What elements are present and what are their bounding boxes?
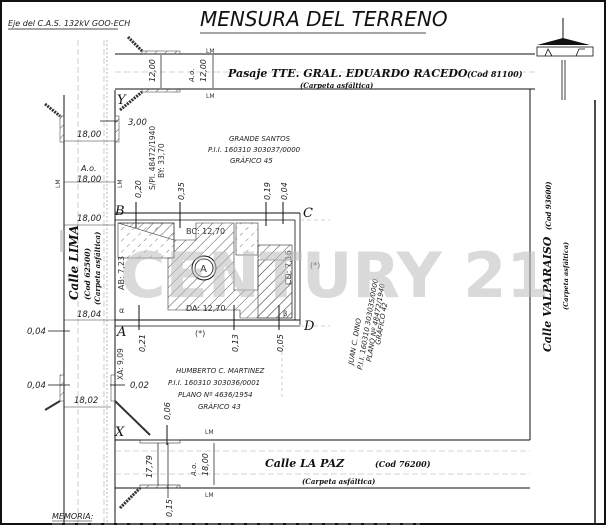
dim-xa: XA: 9,09 <box>116 348 125 380</box>
lot-da: DA: 12,70 <box>186 304 226 313</box>
memoria-label: MEMORIA: <box>52 512 94 521</box>
dim-left-1: 18,00 <box>77 130 101 140</box>
street-left-code: (Cod 62500) <box>83 248 92 300</box>
dim-corner-y: 3,00 <box>128 118 147 128</box>
street-top-name: Pasaje TTE. GRAL. EDUARDO RACEDO <box>227 67 468 80</box>
header-note: Eje del C.A.S. 132kV GOO-ECH <box>8 19 130 28</box>
sipl-line1: S/Pl. 48472/1940 <box>148 126 157 190</box>
neighbor-north-grafico: GRÁFICO 45 <box>230 156 273 165</box>
page-title: MENSURA DEL TERRENO <box>200 7 448 31</box>
dim-off-2: 0,04 <box>27 381 46 391</box>
neighbor-south-pii: P.I.I. 160310 303036/0001 <box>168 379 260 387</box>
vertex-y: Y <box>117 93 127 108</box>
vertex-a: A <box>116 325 126 340</box>
lot-bc: BC: 12,70 <box>186 227 225 236</box>
neighbor-south-grafico: GRÁFICO 43 <box>198 402 241 411</box>
lot-note-right: (*) <box>310 261 320 270</box>
street-bottom-lines <box>115 439 530 510</box>
street-bottom-width: 17,79 <box>145 455 154 478</box>
street-top-ao-value: 12,00 <box>199 59 208 82</box>
street-bottom-ao-value: 18,00 <box>201 453 210 476</box>
lot-cd: CD: 7,16 <box>284 250 293 285</box>
left-dimension-lines <box>48 120 125 408</box>
offset-top-1: 0,20 <box>134 180 143 198</box>
street-bottom-name: Calle LA PAZ <box>265 457 345 470</box>
street-bottom-code: (Cod 76200) <box>375 459 431 469</box>
lm-label: LM <box>205 492 214 499</box>
dim-off-right: 0,02 <box>130 381 149 391</box>
lm-label: LM <box>205 429 214 436</box>
offset-bottom-1: 0,21 <box>138 334 147 352</box>
dim-left-ao-value: 18,00 <box>77 175 101 185</box>
offset-near-x: 0,06 <box>163 402 172 420</box>
street-right-surface: (Carpeta asfáltica) <box>562 242 570 310</box>
street-top-ao-label: A.o. <box>188 68 196 83</box>
dim-left-ao-label: A.o. <box>80 164 97 173</box>
street-left-name: Calle LIMA <box>67 225 81 300</box>
offset-bottom-3: 0,05 <box>276 334 285 352</box>
dim-off-1: 0,04 <box>27 327 46 337</box>
offset-bottom-ticks <box>138 305 280 330</box>
vertex-x: X <box>114 425 125 440</box>
dim-left-4: 18,02 <box>74 396 98 406</box>
lm-label: LM <box>206 93 215 100</box>
lot-label: A <box>200 264 207 275</box>
lot-ab: AB: 7,23 <box>117 256 126 290</box>
north-symbol-icon <box>536 18 594 100</box>
offset-top-3: 0,19 <box>263 182 272 200</box>
vertex-beta: β <box>283 310 287 318</box>
dim-left-2: 18,00 <box>77 214 101 224</box>
lm-label: LM <box>55 179 62 188</box>
neighbor-north-owner: GRANDE SANTOS <box>229 135 291 143</box>
neighbor-south-plano: PLANO Nº 4636/1954 <box>178 391 253 399</box>
lot-note-below: (*) <box>195 329 205 338</box>
offset-top-4: 0,04 <box>280 182 289 200</box>
offset-bottom-lm: 0,15 <box>165 499 174 517</box>
street-left-surface: (Carpeta asfáltica) <box>93 232 102 305</box>
watermark: CENTURY 21 <box>120 239 550 312</box>
vertex-b: B <box>114 204 125 219</box>
dim-left-3: 18,04 <box>77 310 101 320</box>
street-bottom-ao-label: A.o. <box>190 462 198 477</box>
street-right-code: (Cod 93600) <box>544 181 553 230</box>
street-top-surface: (Carpeta asfáltica) <box>300 81 373 90</box>
neighbor-south-owner: HUMBERTO C. MARTINEZ <box>176 367 265 375</box>
lot-label-marker <box>191 255 217 281</box>
lm-label: LM <box>206 48 215 55</box>
street-right-name: Calle VALPARAISO <box>541 236 554 352</box>
lm-label: LM <box>117 179 124 188</box>
sipl-line2: BY: 33,70 <box>157 143 166 178</box>
vertex-c: C <box>303 206 313 221</box>
lot-boundary <box>115 212 330 327</box>
neighbor-north-pii: P.I.I. 160310 303037/0000 <box>208 146 301 154</box>
street-top-width: 12,00 <box>148 59 157 82</box>
street-top-code: (Cod 81100) <box>467 69 523 79</box>
offset-top-2: 0,35 <box>177 182 186 200</box>
offset-bottom-2: 0,13 <box>231 334 240 352</box>
vertex-alpha: α <box>119 306 124 315</box>
vertex-d: D <box>303 319 315 334</box>
street-bottom-surface: (Carpeta asfáltica) <box>302 477 375 486</box>
